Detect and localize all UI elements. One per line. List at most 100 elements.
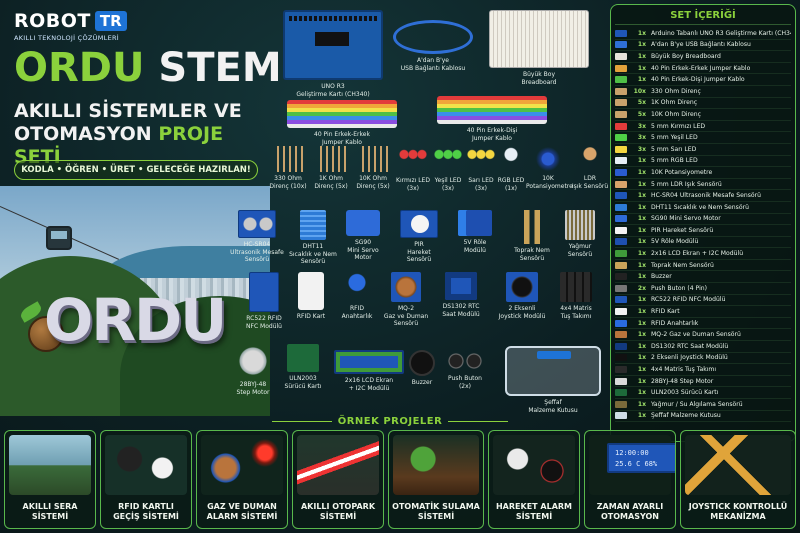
set-item-qty: 3x (637, 145, 646, 153)
component-res1k: 1K Ohm Direnç (5x) (310, 146, 352, 190)
set-item-qty: 1x (637, 29, 646, 37)
set-item-qty: 1x (637, 366, 646, 374)
irrigation-plant-icon (393, 435, 479, 495)
project-card-motion-alarm[interactable]: HAREKET ALARM SİSTEMİ (488, 430, 580, 529)
jumper-wires-icon (437, 96, 547, 124)
component-label: PIR Hareket Sensörü (406, 241, 432, 263)
project-card-rfid[interactable]: RFID KARTLI GEÇİŞ SİSTEMİ (100, 430, 192, 529)
set-item-qty: 1x (637, 400, 646, 408)
component-label: Sarı LED (3x) (468, 177, 494, 192)
project-label: RFID KARTLI GEÇİŞ SİSTEMİ (113, 502, 179, 521)
component-box: Şeffaf Malzeme Kutusu (500, 346, 606, 414)
component-thumb-icon (615, 284, 627, 292)
project-label: OTOMATİK SULAMA SİSTEMİ (392, 502, 480, 521)
set-item-name: RFID Kart (651, 308, 680, 316)
set-item-name: 1K Ohm Direnç (651, 99, 698, 107)
set-item-qty: 5x (637, 99, 646, 107)
component-thumb-icon (615, 366, 627, 374)
set-item-name: 5 mm RGB LED (651, 157, 698, 165)
component-label: UNO R3 Geliştirme Kartı (CH340) (296, 83, 370, 98)
set-item-name: A'dan B'ye USB Bağlantı Kablosu (651, 41, 751, 49)
project-card-joystick-arm[interactable]: JOYSTICK KONTROLLÜ MEKANİZMA (680, 430, 796, 529)
component-rain: Yağmur Sensörü (556, 210, 604, 258)
component-stepper: 28BYJ-48 Step Motor (228, 344, 278, 396)
stepper-motor-icon (236, 344, 270, 378)
project-card-timer[interactable]: 12:00:00 25.6 C 68% ZAMAN AYARLI OTOMASY… (584, 430, 676, 529)
set-item-qty: 2x (637, 284, 646, 292)
set-item: 5x 1K Ohm Direnç (615, 98, 791, 110)
project-label: AKILLI SERA SİSTEMİ (22, 502, 78, 521)
set-item-qty: 1x (637, 203, 646, 211)
component-buzzer: Buzzer (404, 350, 440, 387)
project-card-gas-alarm[interactable]: GAZ VE DUMAN ALARM SİSTEMİ (196, 430, 288, 529)
set-item-qty: 1x (637, 331, 646, 339)
set-item-name: 10K Ohm Direnç (651, 110, 701, 118)
set-item-name: 4x4 Matris Tuş Takımı (651, 366, 717, 374)
set-item-name: Büyük Boy Breadboard (651, 52, 721, 60)
brand-logo-row: ROBOT TR (14, 10, 127, 32)
set-item-name: 2 Eksenli Joystick Modülü (651, 354, 728, 362)
component-thumb-icon (615, 250, 627, 258)
set-item-qty: 1x (637, 261, 646, 269)
set-item-name: 330 Ohm Direnç (651, 87, 701, 95)
component-led-green: Yeşil LED (3x) (430, 146, 466, 192)
set-item-qty: 1x (637, 250, 646, 258)
set-item-name: Buzzer (651, 273, 672, 281)
joystick-icon (506, 272, 538, 302)
project-card-greenhouse[interactable]: AKILLI SERA SİSTEMİ (4, 430, 96, 529)
component-label: Büyük Boy Breadboard (521, 71, 557, 86)
set-item-qty: 1x (637, 168, 646, 176)
component-thumb-icon (615, 319, 627, 327)
project-card-parking[interactable]: AKILLI OTOPARK SİSTEMİ (292, 430, 384, 529)
lcd-screen-icon (334, 350, 404, 374)
set-item-qty: 1x (637, 238, 646, 246)
component-thumb-icon (615, 377, 627, 385)
set-item-name: HC-SR04 Ultrasonik Mesafe Sensörü (651, 192, 762, 200)
rfid-card-icon (298, 272, 324, 310)
set-item: 1x 10K Potansiyometre (615, 167, 791, 179)
component-label: 330 Ohm Direnç (10x) (269, 175, 307, 190)
component-label: Yeşil LED (3x) (434, 177, 462, 192)
driver-board-icon (287, 344, 319, 372)
project-card-irrigation[interactable]: OTOMATİK SULAMA SİSTEMİ (388, 430, 484, 529)
set-item-name: Yağmur / Su Algılama Sensörü (651, 400, 743, 408)
set-contents-title: SET İÇERİĞİ (615, 8, 791, 25)
component-keypad: 4x4 Matris Tuş Takımı (552, 272, 600, 320)
rfid-keychain-icon (347, 272, 367, 302)
set-item-name: RC522 RFID NFC Modülü (651, 296, 726, 304)
component-thumb-icon (615, 389, 627, 397)
set-item-qty: 1x (637, 389, 646, 397)
brand-logo: ROBOT TR AKILLI TEKNOLOJİ ÇÖZÜMLERİ (14, 10, 127, 42)
project-label: GAZ VE DUMAN ALARM SİSTEMİ (206, 502, 278, 521)
lcd-line1: 12:00:00 (615, 449, 649, 457)
project-label: HAREKET ALARM SİSTEMİ (495, 502, 573, 521)
set-item-name: DS1302 RTC Saat Modülü (651, 342, 729, 350)
component-thumb-icon (615, 168, 627, 176)
set-item-name: ULN2003 Sürücü Kartı (651, 389, 719, 397)
component-thumb-icon (615, 215, 627, 223)
dht11-icon (300, 210, 326, 240)
resistor-icon (358, 146, 388, 172)
project-label: ZAMAN AYARLI OTOMASYON (596, 502, 664, 521)
set-item-name: SG90 Mini Servo Motor (651, 215, 721, 223)
set-item-qty: 1x (637, 157, 646, 165)
component-thumb-icon (615, 308, 627, 316)
component-label: A'dan B'ye USB Bağlantı Kablosu (400, 57, 466, 72)
set-item-name: 5 mm LDR Işık Sensörü (651, 180, 722, 188)
set-item-name: 10K Potansiyometre (651, 168, 713, 176)
component-thumb-icon (615, 203, 627, 211)
relay-icon (458, 210, 492, 236)
set-item-qty: 1x (637, 377, 646, 385)
component-thumb-icon (615, 400, 627, 408)
component-label: 28BYJ-48 Step Motor (236, 381, 270, 396)
